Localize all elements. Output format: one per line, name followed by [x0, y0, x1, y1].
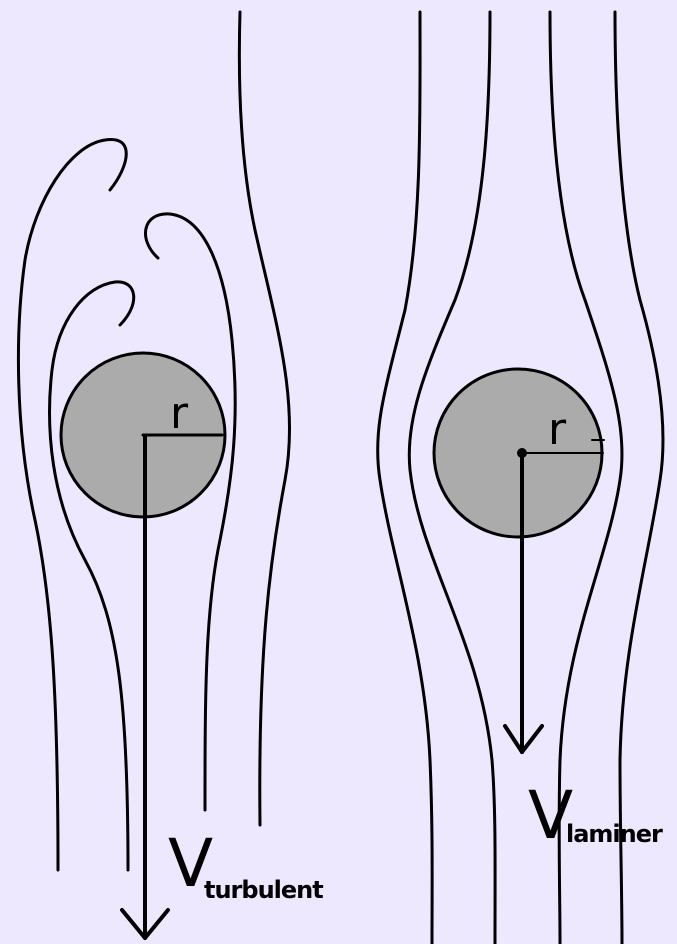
laminar-radius-label: r	[548, 404, 567, 455]
laminar-velocity-subscript: laminer	[566, 820, 663, 848]
laminar-panel: r V laminer	[378, 12, 663, 944]
turbulent-panel: r V turbulent	[18, 12, 323, 938]
laminar-streamline-1	[378, 12, 433, 944]
turbulent-velocity-subscript: turbulent	[204, 876, 323, 904]
turbulent-radius-label: r	[170, 388, 189, 439]
laminar-streamline-4	[615, 12, 663, 944]
turbulent-streamline-right	[239, 12, 289, 825]
